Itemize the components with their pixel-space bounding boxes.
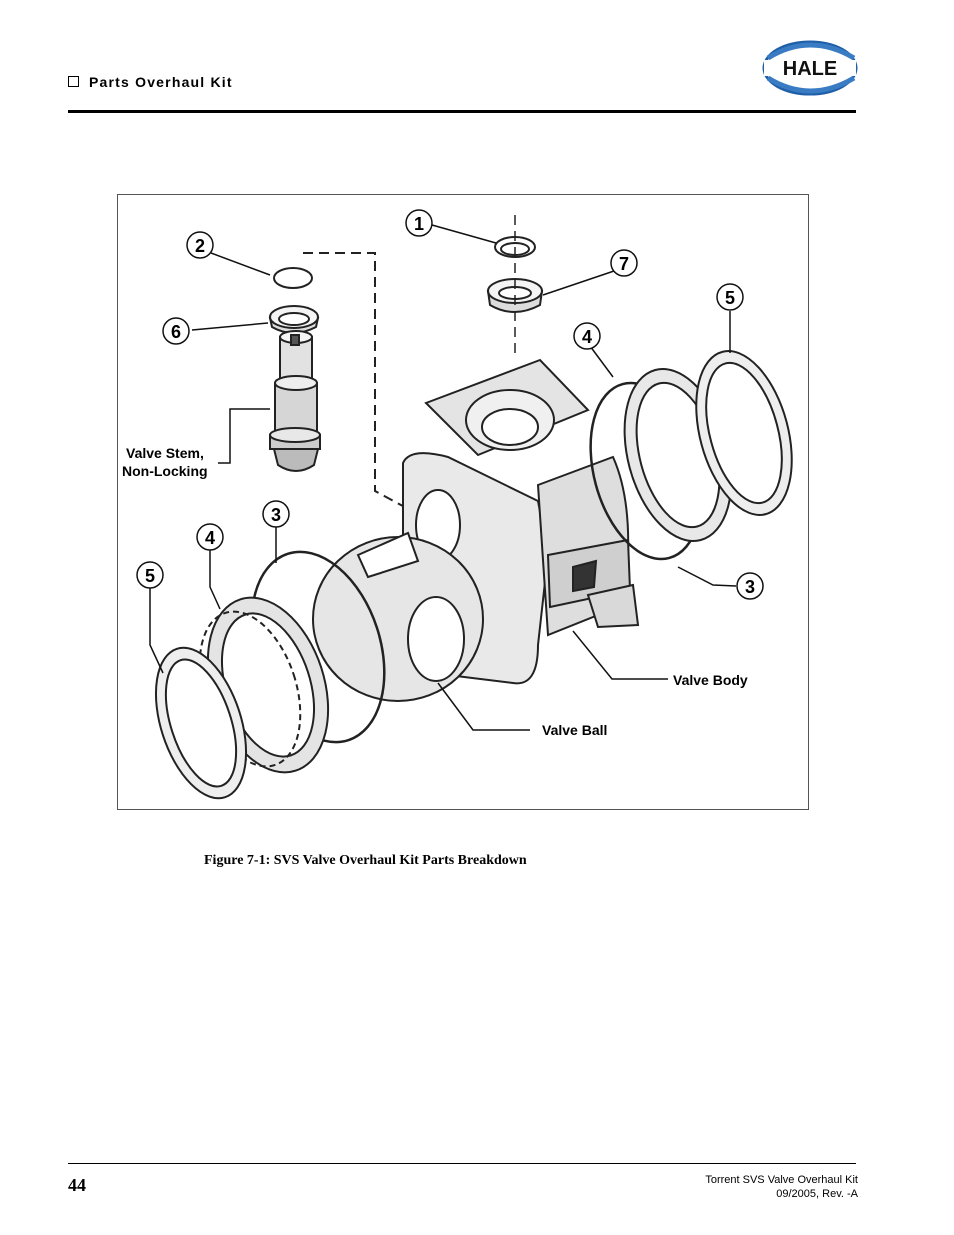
callout-1: 1 [414, 214, 424, 234]
footer-doc-title: Torrent SVS Valve Overhaul Kit [705, 1174, 858, 1186]
leader-4-right [589, 345, 614, 378]
footer-doc-info: Torrent SVS Valve Overhaul Kit 09/2005, … [705, 1173, 858, 1201]
callout-6: 6 [171, 322, 181, 342]
footer-rule [68, 1163, 856, 1164]
leader-4-left [209, 550, 221, 610]
leader-1 [431, 224, 497, 244]
callout-7: 7 [619, 254, 629, 274]
leader-body [572, 630, 668, 680]
callout-5-right: 5 [725, 288, 735, 308]
callout-3-right: 3 [745, 577, 755, 597]
footer-revision: 09/2005, Rev. -A [776, 1188, 858, 1200]
label-valve-ball: Valve Ball [542, 722, 607, 738]
label-valve-body: Valve Body [673, 672, 748, 688]
label-valve-stem-line1: Valve Stem, [126, 445, 204, 461]
leader-5-left [149, 588, 164, 674]
figure-caption: Figure 7-1: SVS Valve Overhaul Kit Parts… [204, 853, 527, 868]
callout-4-left: 4 [205, 528, 215, 548]
callout-4-right: 4 [582, 327, 592, 347]
leader-7 [542, 270, 615, 296]
callout-2: 2 [195, 236, 205, 256]
callout-5-left: 5 [145, 566, 155, 586]
section-header: Parts Overhaul Kit [68, 74, 233, 90]
callout-3-left: 3 [271, 505, 281, 525]
valve-exploded-diagram: 1 7 2 6 4 5 3 3 4 5 Valve Stem, Non-Lock… [122, 209, 793, 800]
label-valve-stem-line2: Non-Locking [122, 463, 208, 479]
valve-stem [269, 330, 321, 472]
parts-breakdown-figure: 1 7 2 6 4 5 3 3 4 5 Valve Stem, Non-Lock… [117, 194, 809, 810]
valve-ball [312, 531, 484, 702]
leader-3-right [677, 566, 737, 587]
seal-ring-2 [273, 267, 313, 289]
section-title: Parts Overhaul Kit [89, 74, 233, 90]
header-rule [68, 110, 856, 113]
svg-text:HALE: HALE [783, 58, 837, 80]
leader-6 [191, 322, 269, 331]
checkbox-bullet-icon [68, 76, 79, 87]
hale-logo: HALE [762, 40, 858, 96]
leader-stem [218, 408, 270, 464]
page-number: 44 [68, 1175, 86, 1195]
leader-ball [437, 682, 530, 731]
leader-2 [210, 252, 271, 276]
